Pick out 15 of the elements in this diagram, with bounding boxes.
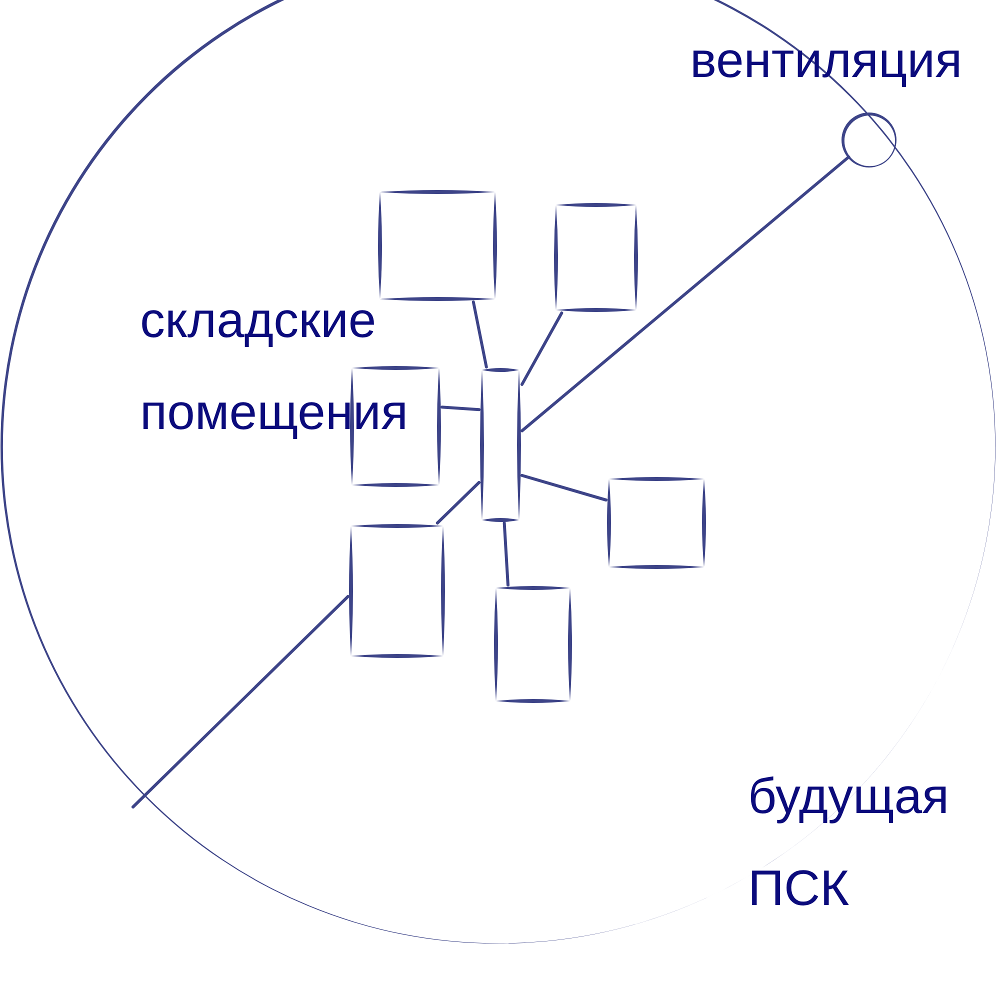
room-box [348,523,446,659]
connector-line [132,595,350,808]
connector-line [520,312,564,386]
connector-line [440,406,480,412]
zone-label: будущая ПСК [748,767,950,918]
connector-line [502,522,510,586]
room-box [479,367,522,523]
connector-line [520,156,850,432]
room-box [377,189,498,302]
connector-line [472,300,488,368]
room-box [553,202,639,313]
connector-line [520,474,608,502]
room-box [606,476,707,570]
room-box [493,585,573,704]
connector-line [436,481,480,524]
